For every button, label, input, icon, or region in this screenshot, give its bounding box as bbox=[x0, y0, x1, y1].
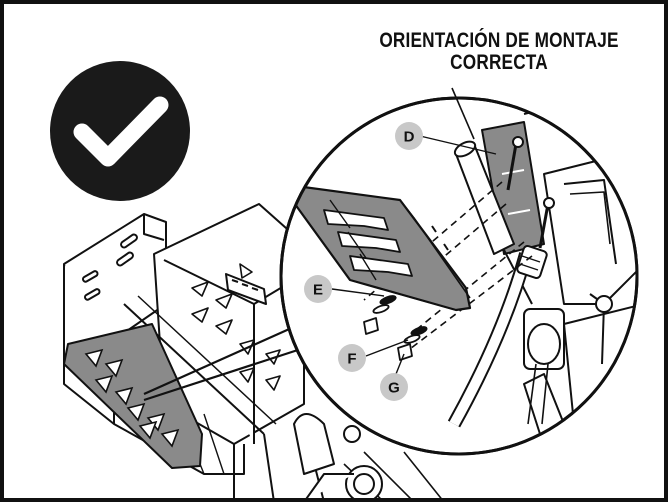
orientation-heading: ORIENTACIÓN DE MONTAJE CORRECTA bbox=[364, 30, 635, 74]
svg-text:E: E bbox=[313, 282, 323, 299]
zoom-detail bbox=[279, 87, 639, 456]
svg-text:G: G bbox=[388, 380, 400, 397]
mounting-illustration: D E F G bbox=[50, 61, 639, 498]
heading-line-1: ORIENTACIÓN DE MONTAJE bbox=[379, 29, 619, 52]
mount-plate-zoom bbox=[290, 184, 472, 312]
mount-plate-lower bbox=[63, 323, 203, 469]
callout-e: E bbox=[304, 275, 385, 303]
svg-text:D: D bbox=[404, 129, 415, 146]
callout-f: F bbox=[338, 339, 409, 372]
checkmark-badge bbox=[50, 61, 190, 201]
callout-g: G bbox=[380, 353, 408, 401]
heading-line-2: CORRECTA bbox=[450, 51, 548, 74]
svg-text:F: F bbox=[347, 351, 356, 368]
callout-d: D bbox=[395, 122, 497, 155]
zoom-leader-lines bbox=[143, 324, 305, 402]
checkmark-icon bbox=[73, 96, 169, 167]
